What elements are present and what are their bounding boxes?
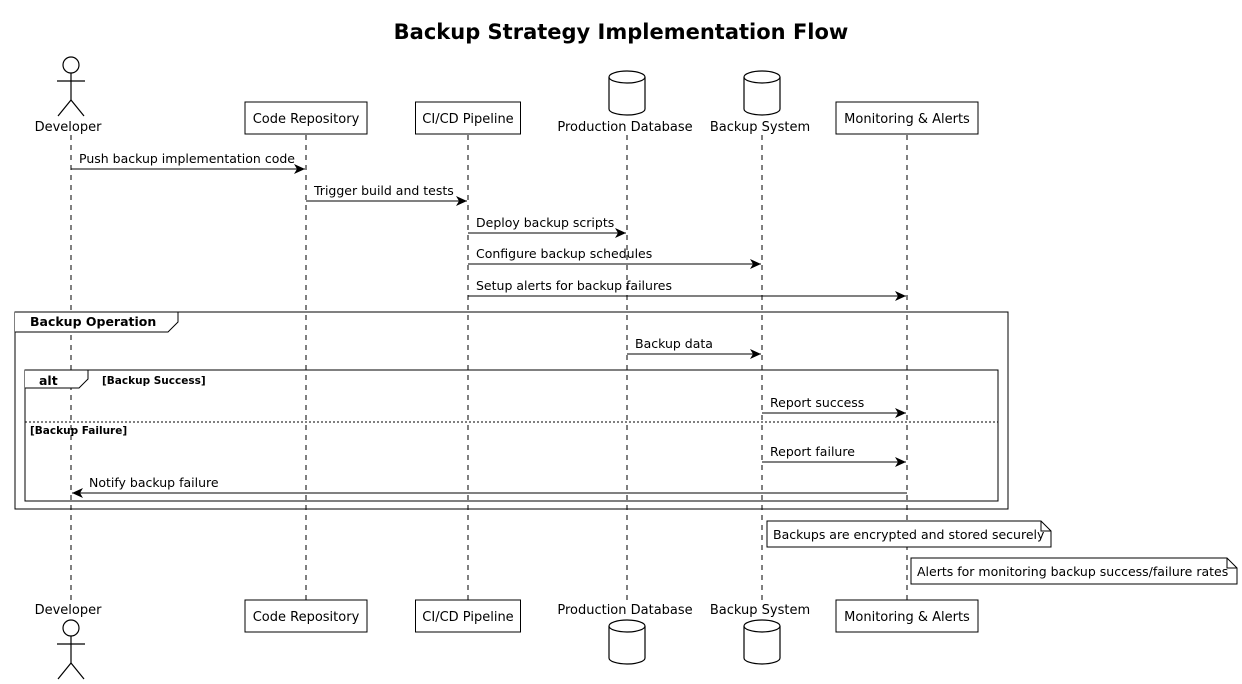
- message-label: Configure backup schedules: [476, 246, 652, 261]
- alt-label-tab: [25, 369, 89, 389]
- participants-top: Developer Code Repository CI/CD PipelinePr…: [35, 56, 979, 135]
- participant-label: Code Repository: [253, 112, 360, 127]
- note-box: [766, 520, 1052, 548]
- database-body: [743, 626, 781, 665]
- note-text: Backups are encrypted and stored securel…: [773, 527, 1045, 542]
- participant-box: [835, 101, 979, 135]
- alt-guard: [Backup Failure]: [30, 425, 127, 437]
- database-body: [743, 77, 781, 116]
- database-icon: [743, 70, 781, 116]
- actor-leg: [70, 662, 85, 680]
- actor-leg: [57, 99, 72, 117]
- participant-label: Monitoring & Alerts: [844, 112, 970, 127]
- message-label: Backup data: [635, 336, 713, 351]
- participant-box: [835, 599, 979, 633]
- participant-box: [244, 101, 368, 135]
- group-label-tab: [15, 311, 179, 333]
- message-label: Push backup implementation code: [79, 151, 295, 166]
- alt-guard: [Backup Success]: [102, 375, 206, 387]
- database-top: [608, 619, 646, 633]
- note-text: Alerts for monitoring backup success/fai…: [917, 564, 1228, 579]
- actor-leg: [57, 662, 72, 680]
- group-label: Backup Operation: [30, 314, 156, 329]
- diagram-title: Backup Strategy Implementation Flow: [394, 20, 849, 44]
- message-label: Deploy backup scripts: [476, 215, 614, 230]
- message-label: Report success: [770, 395, 864, 410]
- participant-label: Code Repository: [253, 610, 360, 625]
- message-label: Trigger build and tests: [313, 183, 454, 198]
- note-fold: [1226, 558, 1237, 569]
- participant-box: [244, 599, 368, 633]
- database-top: [743, 619, 781, 633]
- participant-box: [415, 101, 521, 135]
- message-label: Notify backup failure: [89, 475, 219, 490]
- database-top: [608, 70, 646, 84]
- notes: Backups are encrypted and stored securel…: [766, 520, 1238, 585]
- database-body: [608, 626, 646, 665]
- actor-head: [62, 56, 80, 74]
- alt-frame: [24, 369, 999, 502]
- actor-icon: [57, 56, 85, 117]
- actor-head: [62, 619, 80, 637]
- frames: Backup Operation alt [Backup Success] [Back…: [14, 311, 1009, 510]
- note-fold: [1040, 521, 1051, 532]
- database-top: [743, 70, 781, 84]
- participants-bottom: Developer Code Repository CI/CD Pipeline Pr…: [35, 599, 979, 680]
- database-icon: [608, 619, 646, 665]
- actor-leg: [70, 99, 85, 117]
- participant-box: [415, 599, 521, 633]
- note-box: [910, 557, 1238, 585]
- participant-label: Monitoring & Alerts: [844, 610, 970, 625]
- participant-label: Backup System: [710, 120, 810, 135]
- participant-label: Developer: [35, 603, 103, 618]
- database-icon: [743, 619, 781, 665]
- participant-label: Production Database: [557, 120, 692, 135]
- participant-label: CI/CD Pipeline: [422, 112, 513, 127]
- alt-keyword: alt: [39, 373, 58, 388]
- group-frame: [14, 311, 1009, 510]
- participant-label: Backup System: [710, 603, 810, 618]
- lifelines: [70, 135, 908, 600]
- message-label: Setup alerts for backup failures: [476, 278, 672, 293]
- participant-label: Production Database: [557, 603, 692, 618]
- participant-label: CI/CD Pipeline: [422, 610, 513, 625]
- database-body: [608, 77, 646, 116]
- actor-icon: [57, 619, 85, 680]
- participant-label: Developer: [35, 120, 103, 135]
- database-icon: [608, 70, 646, 116]
- message-label: Report failure: [770, 444, 855, 459]
